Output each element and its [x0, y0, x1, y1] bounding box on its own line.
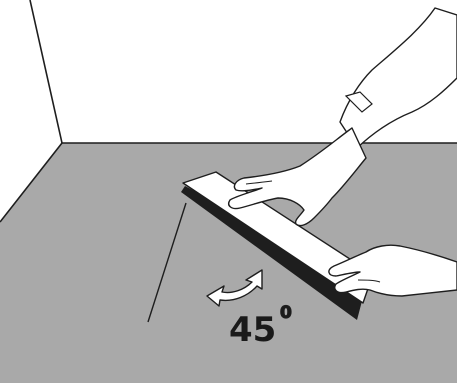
angle-unit-mark: 0: [280, 303, 292, 323]
angle-value: 45: [229, 310, 276, 350]
